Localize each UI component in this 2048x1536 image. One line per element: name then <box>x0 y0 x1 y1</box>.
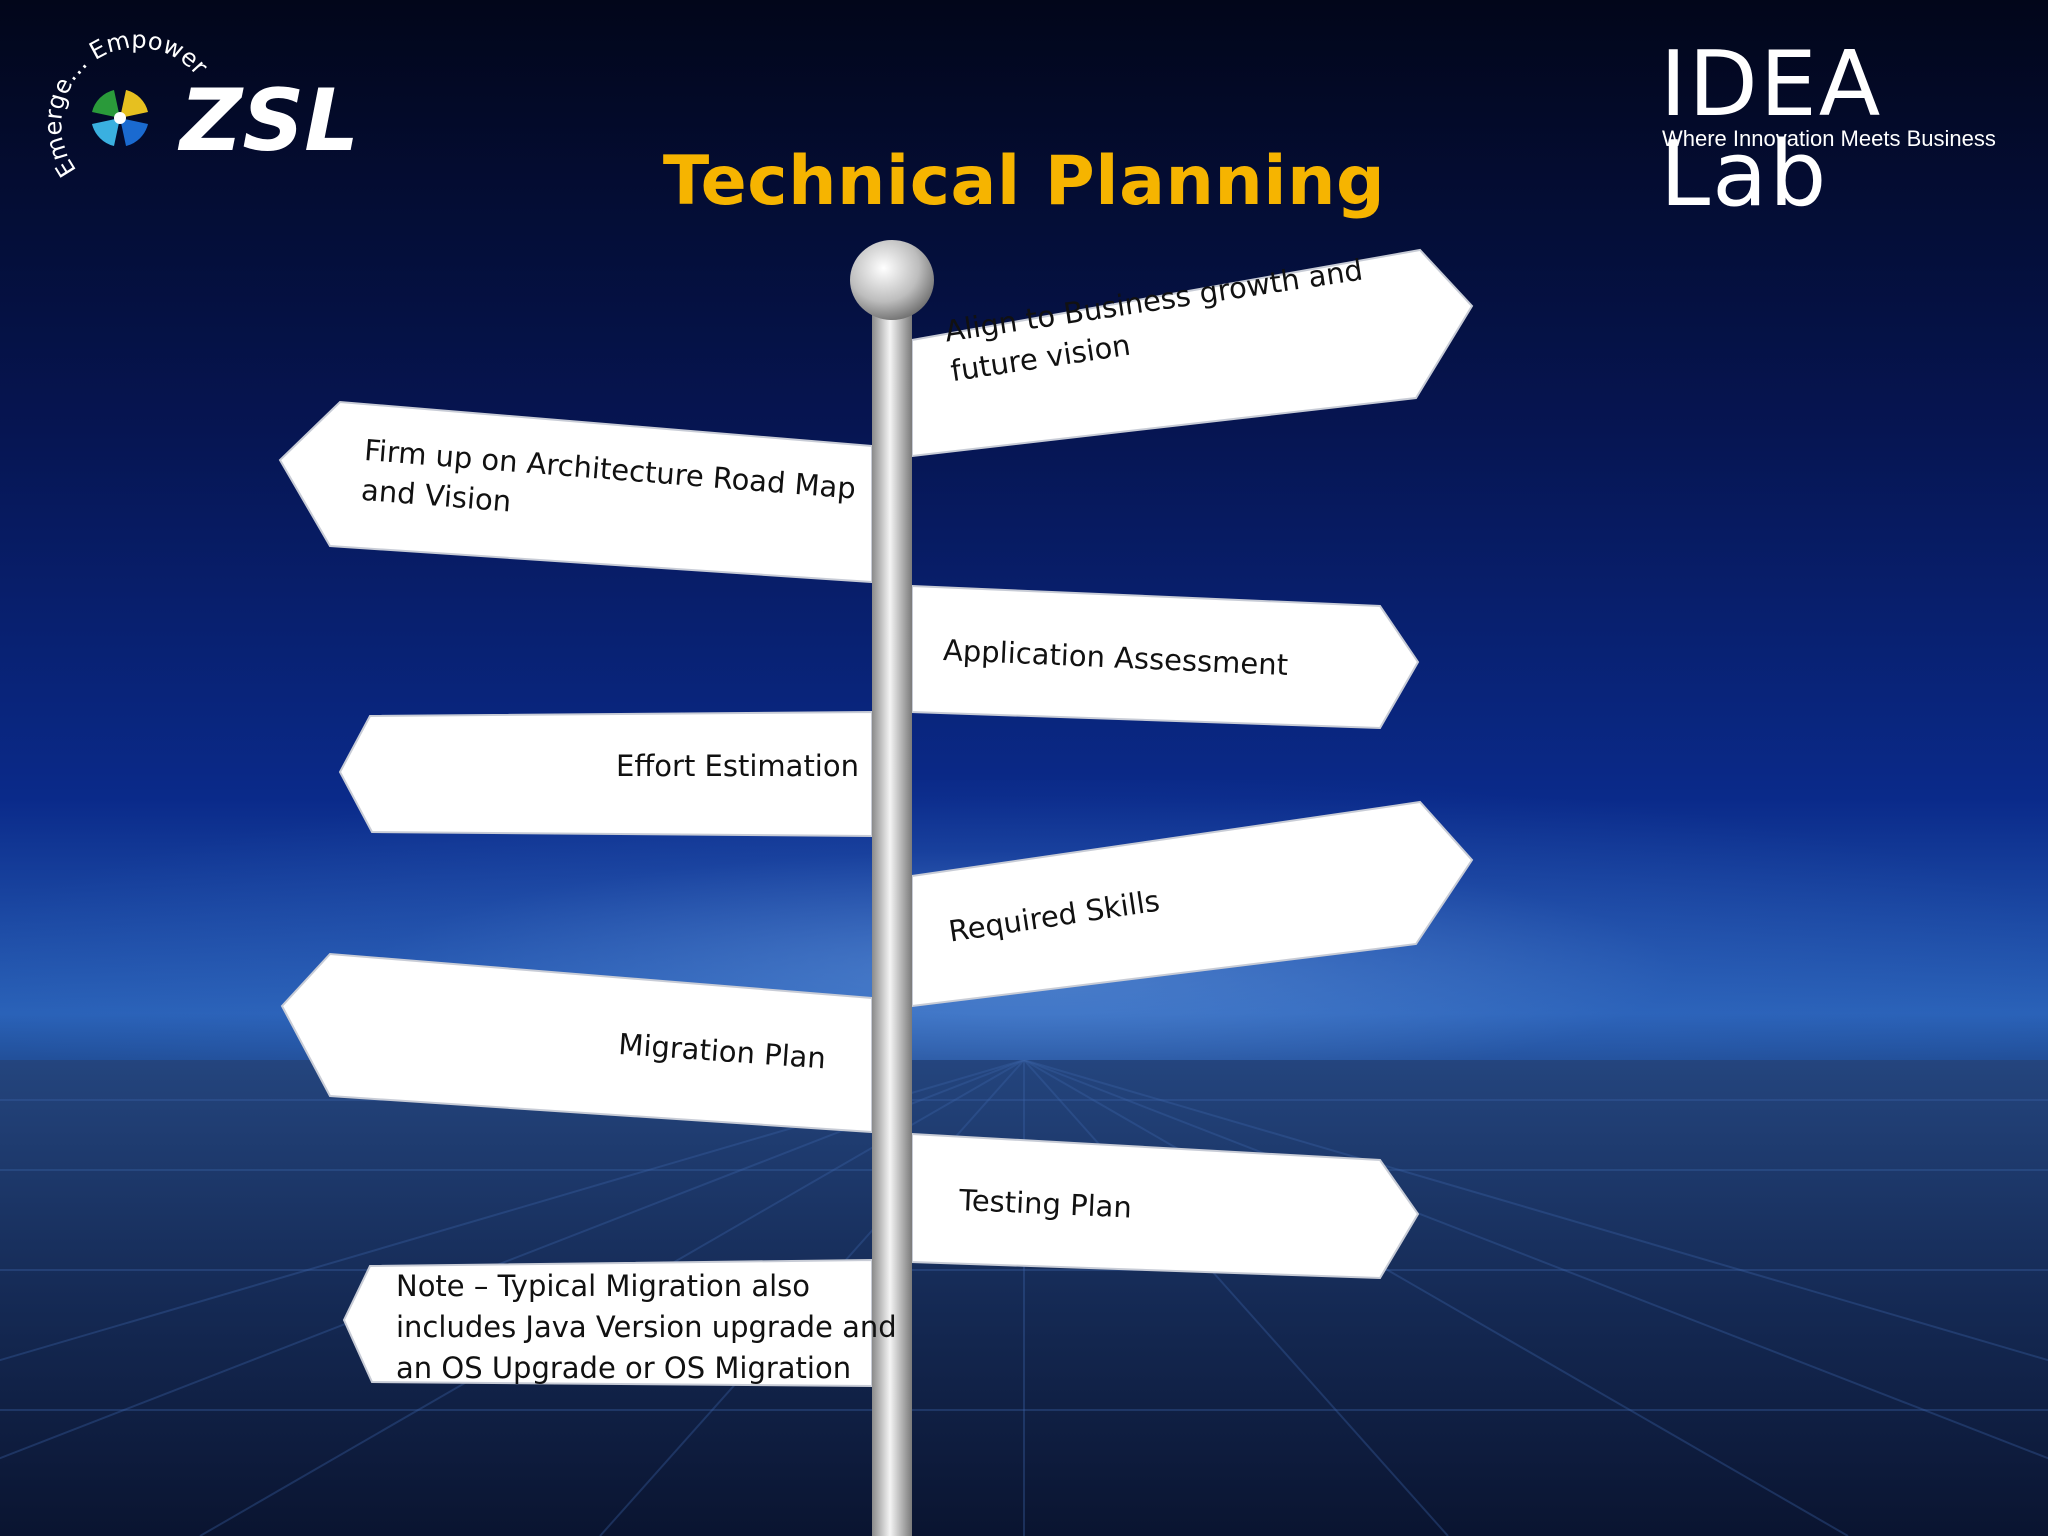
sign-text-effort: Effort Estimation <box>616 746 859 786</box>
sign-text-testing: Testing Plan <box>958 1180 1132 1228</box>
sign-text-note: Note – Typical Migration also includes J… <box>396 1266 897 1389</box>
signpost-cap <box>850 240 934 320</box>
